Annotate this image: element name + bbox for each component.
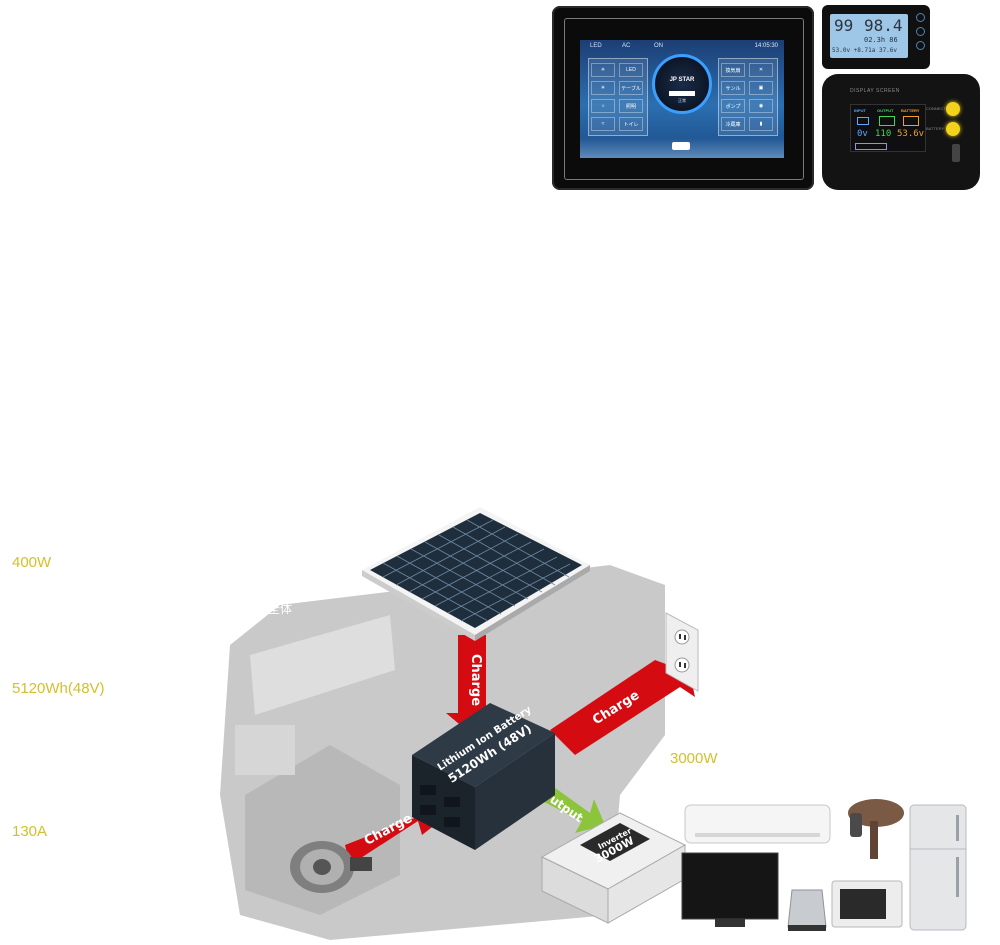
close-icon[interactable]: ✕ — [749, 63, 773, 77]
control-cell[interactable]: 冷蔵庫 — [721, 117, 745, 131]
monitor-button[interactable] — [916, 13, 925, 22]
fridge-icon[interactable]: ▮ — [749, 117, 773, 131]
power-system-diagram: 全体 Charge Charge Charge Output — [220, 507, 967, 940]
control-cell[interactable]: LED — [619, 63, 643, 77]
battery-monitor: 99 98.4 02.3h 86 53.0v +8.71a 37.6v — [822, 5, 930, 69]
battery-voltage: 98.4 — [864, 16, 903, 35]
right-control-panel: 換気扇 サンル ポンプ 冷蔵庫 ✕ ▣ ◉ ▮ — [718, 58, 778, 136]
battery-percent: 99 — [834, 16, 854, 35]
gauge-bar — [669, 91, 695, 96]
solar-panel — [362, 507, 590, 641]
pump-icon[interactable]: ◉ — [749, 99, 773, 113]
battery-value: 53.6v — [897, 129, 925, 139]
window-icon[interactable]: ▣ — [749, 81, 773, 95]
left-control-panel: LED テーブル 照明 トイレ ☀ ✳ ☼ ≈ — [588, 58, 648, 136]
control-cell[interactable]: 照明 — [619, 99, 643, 113]
tablet-screen: LED AC ON 14:05:30 LED テーブル 照明 トイレ ☀ ✳ ☼… — [580, 40, 784, 158]
charge-label-solar: Charge — [468, 654, 483, 706]
status-led: LED — [590, 43, 602, 49]
inverter-spec: 3000W — [670, 750, 718, 767]
status-bar — [855, 143, 887, 150]
controller-screen: INPUT OUTPUT BATTERY 0v 110 53.6v — [850, 104, 926, 152]
battery-icon — [903, 116, 919, 126]
battery-indicator — [946, 122, 960, 136]
inverter: Inverter 3000W — [540, 812, 687, 924]
input-value: 0v — [857, 129, 868, 139]
connect-indicator — [946, 102, 960, 116]
output-value: 110 — [875, 129, 892, 139]
tablet-bezel — [564, 18, 804, 180]
controller-title: DISPLAY SCREEN — [850, 88, 900, 94]
battery-monitor-lcd: 99 98.4 02.3h 86 53.0v +8.71a 37.6v — [830, 14, 908, 58]
lamp-icon[interactable]: ☼ — [591, 99, 615, 113]
input-icon — [857, 117, 869, 125]
battery-label: BATTERY — [901, 108, 920, 113]
battery-spec: 5120Wh(48V) — [12, 680, 105, 697]
water-icon[interactable]: ≈ — [591, 117, 615, 131]
wall-outlet — [665, 612, 699, 692]
light-icon[interactable]: ☀ — [591, 63, 615, 77]
battery-indicator-label: BATTERY — [926, 126, 945, 131]
control-cell[interactable]: 換気扇 — [721, 63, 745, 77]
power-switch[interactable] — [952, 144, 960, 162]
monitor-line2: 02.3h 86 — [864, 36, 898, 44]
alternator — [290, 841, 372, 893]
output-label: OUTPUT — [877, 108, 894, 113]
van-icon — [672, 142, 690, 150]
lithium-battery: Lithium Ion Battery 5120Wh (48V) — [412, 703, 555, 850]
monitor-button[interactable] — [916, 27, 925, 36]
alternator-spec: 130A — [12, 823, 48, 840]
hair-dryer — [848, 799, 904, 859]
status-on: ON — [654, 43, 663, 49]
central-gauge: JP STAR 正常 — [652, 54, 712, 114]
connect-label: CONNECT — [926, 106, 946, 111]
television — [681, 852, 779, 927]
gauge-title: JP STAR — [669, 77, 695, 83]
fan-icon[interactable]: ✳ — [591, 81, 615, 95]
refrigerator — [909, 804, 967, 931]
control-cell[interactable]: テーブル — [619, 81, 643, 95]
monitor-line3: 53.0v +8.71a 37.6v — [832, 47, 898, 54]
air-conditioner — [684, 804, 831, 844]
input-label: INPUT — [854, 108, 866, 113]
gauge-subtitle: 正常 — [678, 98, 686, 103]
microwave-oven — [831, 880, 903, 928]
monitor-button[interactable] — [916, 41, 925, 50]
solar-spec: 400W — [12, 554, 52, 571]
tablet-control-panel: LED AC ON 14:05:30 LED テーブル 照明 トイレ ☀ ✳ ☼… — [552, 6, 814, 190]
control-cell[interactable]: トイレ — [619, 117, 643, 131]
charge-controller: DISPLAY SCREEN INPUT OUTPUT BATTERY 0v 1… — [822, 74, 980, 190]
output-icon — [879, 116, 895, 126]
control-cell[interactable]: ポンプ — [721, 99, 745, 113]
electric-kettle — [787, 889, 827, 931]
control-cell[interactable]: サンル — [721, 81, 745, 95]
status-ac: AC — [622, 43, 631, 49]
tablet-clock: 14:05:30 — [754, 43, 778, 49]
overlay-text: 全体 — [268, 601, 292, 616]
